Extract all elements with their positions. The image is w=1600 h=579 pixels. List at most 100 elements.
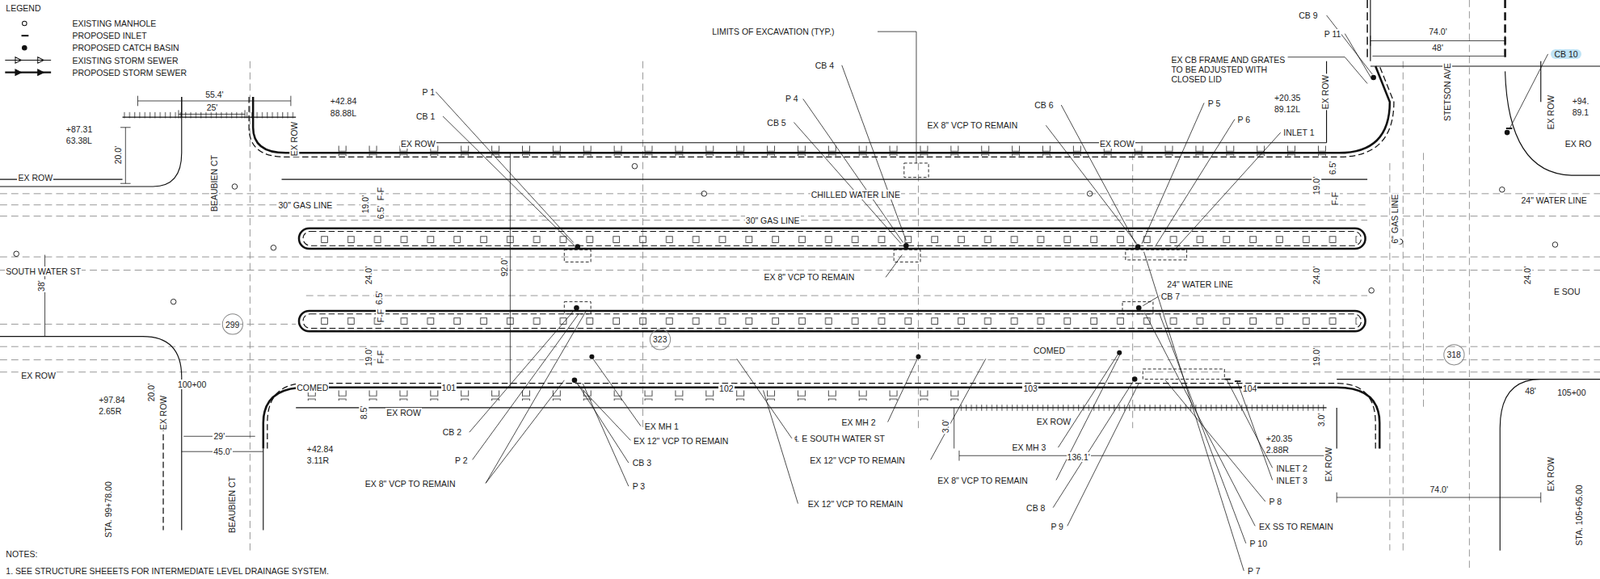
station-circles <box>222 314 243 335</box>
catch-basins <box>915 354 921 360</box>
plan-label: CB 3 <box>631 458 653 468</box>
catch-basins <box>572 378 578 384</box>
inlets <box>1173 128 1512 382</box>
plan-label: CB 10 <box>1550 49 1581 59</box>
utility-lines <box>249 0 1470 572</box>
tree-grates <box>306 233 1358 245</box>
curb-lines <box>0 0 1600 552</box>
plan-label: F-F <box>375 349 386 365</box>
proposed-curb <box>163 0 1506 531</box>
plan-label: CB 2 <box>442 427 463 438</box>
plan-label: SOUTH WATER ST <box>4 266 82 277</box>
plan-label: 24" WATER LINE <box>1166 279 1234 290</box>
plan-label: 8.5' <box>359 405 370 422</box>
excavation-limits <box>904 163 929 178</box>
plan-label: P 11 <box>1323 29 1343 39</box>
catch-basins <box>589 354 594 360</box>
leader-lines <box>435 15 1548 572</box>
medians <box>303 314 1361 329</box>
plan-label: 30" GAS LINE <box>745 215 801 226</box>
plan-label: 19.0' <box>1311 176 1322 196</box>
plan-label: EX ROW <box>1545 456 1556 493</box>
plan-label: EX ROW <box>400 138 437 149</box>
plan-label: 299 <box>224 320 241 330</box>
plan-label: 63.38L <box>65 135 93 146</box>
plan-label: P 10 <box>1249 538 1268 549</box>
plan-label: 6.5' <box>374 290 385 306</box>
plan-label: BEAUBIEN CT <box>209 154 219 213</box>
plan-label: STA. 105+05.00 <box>1574 484 1584 547</box>
catch-basins <box>1116 350 1122 356</box>
curb-lines <box>1336 0 1600 552</box>
plan-label: CB 1 <box>415 111 436 122</box>
plan-label: P 7 <box>1246 566 1262 577</box>
tree-grates <box>306 390 960 401</box>
plan-label: CHILLED WATER LINE <box>810 189 902 200</box>
medians <box>298 228 1366 332</box>
proposed-curb <box>267 383 1376 450</box>
legend-symbols <box>15 69 44 76</box>
manholes <box>631 163 638 169</box>
leader-lines <box>1141 102 1281 306</box>
plan-label: EX 8" VCP TO REMAIN <box>763 272 856 283</box>
plan-label: 3.11R <box>306 455 330 466</box>
plan-label: EX ROW <box>1323 446 1334 483</box>
plan-label: 1. SEE STRUCTURE SHEEETS FOR INTERMEDIAT… <box>4 566 330 577</box>
catch-basins <box>903 243 910 249</box>
manholes <box>270 244 277 251</box>
proposed-curb <box>263 387 1380 450</box>
curb-lines <box>0 96 182 187</box>
plan-label: INLET 3 <box>1275 475 1308 486</box>
dimension-lines <box>1372 55 1504 57</box>
plan-label: BEAUBIEN CT <box>227 475 237 535</box>
catch-basins <box>573 305 580 312</box>
plan-label: STA. 99+78.00 <box>103 481 114 540</box>
plan-label: 2.88R <box>1265 445 1290 455</box>
manholes <box>170 298 177 305</box>
plan-label: EX ROW <box>1035 416 1073 427</box>
plan-label: 6" GAS LINE <box>1389 193 1400 245</box>
plan-label: 100+00 <box>176 379 207 390</box>
manholes <box>1552 242 1558 249</box>
plan-label: EX ROW <box>1320 73 1331 110</box>
plan-label: 323 <box>652 334 669 345</box>
medians <box>298 311 1366 332</box>
inlets <box>1173 128 1512 382</box>
plan-label: P 9 <box>1049 522 1065 532</box>
plan-label: +94. <box>1571 96 1591 106</box>
plan-label: EX ROW <box>290 120 300 157</box>
plan-label: P 5 <box>1207 98 1222 109</box>
plan-label: P 6 <box>1236 114 1251 125</box>
manholes <box>1086 191 1093 198</box>
plan-label: +42.84 <box>306 444 334 455</box>
plan-label: 24" WATER LINE <box>1520 195 1588 206</box>
manholes <box>1368 287 1375 294</box>
leader-lines <box>1288 15 1549 130</box>
plan-label: CB 9 <box>1297 10 1318 21</box>
plan-label: EX 8" VCP TO REMAIN <box>364 479 457 489</box>
plan-label: P 1 <box>421 87 437 97</box>
plan-label: 88.88L <box>329 108 358 118</box>
plan-label: 48' <box>1524 386 1537 396</box>
plan-label: 89.12L <box>1273 104 1302 114</box>
plan-label: 24.0' <box>1523 265 1533 286</box>
proposed-curb <box>1503 0 1507 62</box>
catch-basins <box>1370 75 1377 81</box>
plan-label: 2.65R <box>97 406 123 417</box>
plan-label: 45.0' <box>212 446 232 457</box>
excavation-limits <box>1122 302 1154 315</box>
plan-label: 318 <box>1445 349 1462 360</box>
plan-label: EX ROW <box>20 370 57 381</box>
plan-label: 101 <box>441 383 458 393</box>
dimension-lines <box>953 408 955 449</box>
station-circles <box>1444 345 1465 366</box>
plan-label: EX 12" VCP TO REMAIN <box>632 436 730 447</box>
plan-label: 19.0' <box>1311 347 1322 367</box>
leader-lines <box>793 31 917 278</box>
plan-label: 92.0' <box>499 257 510 278</box>
station-circles <box>649 329 670 350</box>
plan-label: EX MH 3 <box>1010 442 1047 453</box>
proposed-curb <box>1366 0 1369 62</box>
